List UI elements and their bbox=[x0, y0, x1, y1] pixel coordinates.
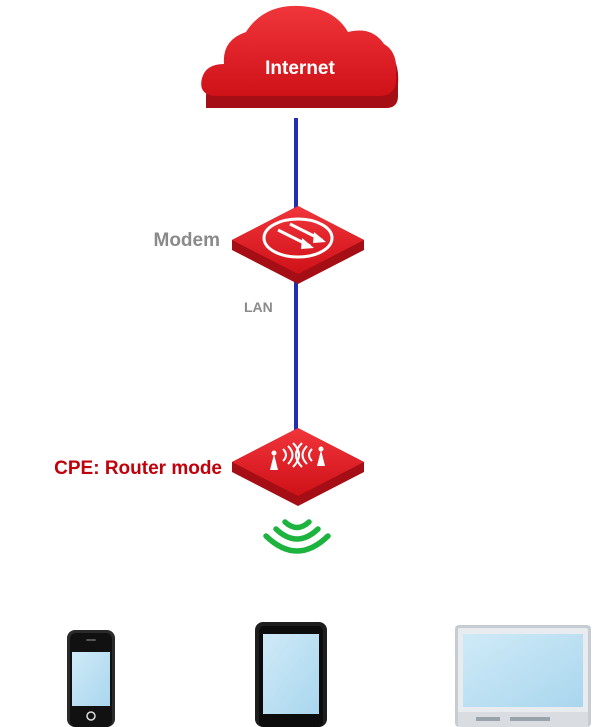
smartphone-icon bbox=[67, 630, 115, 727]
internet-label: Internet bbox=[265, 58, 335, 79]
cloud-icon bbox=[201, 5, 399, 109]
modem-icon bbox=[232, 206, 364, 284]
tablet-icon bbox=[255, 622, 327, 727]
modem-label: Modem bbox=[153, 230, 221, 251]
wifi-signal-icon bbox=[263, 519, 331, 554]
antenna-right-icon bbox=[317, 446, 325, 466]
cpe-label: CPE: Router mode bbox=[54, 458, 222, 479]
router-icon bbox=[232, 428, 364, 506]
lan-link-label: LAN bbox=[244, 299, 273, 315]
antenna-left-icon bbox=[270, 450, 278, 470]
laptop-icon bbox=[455, 625, 591, 727]
